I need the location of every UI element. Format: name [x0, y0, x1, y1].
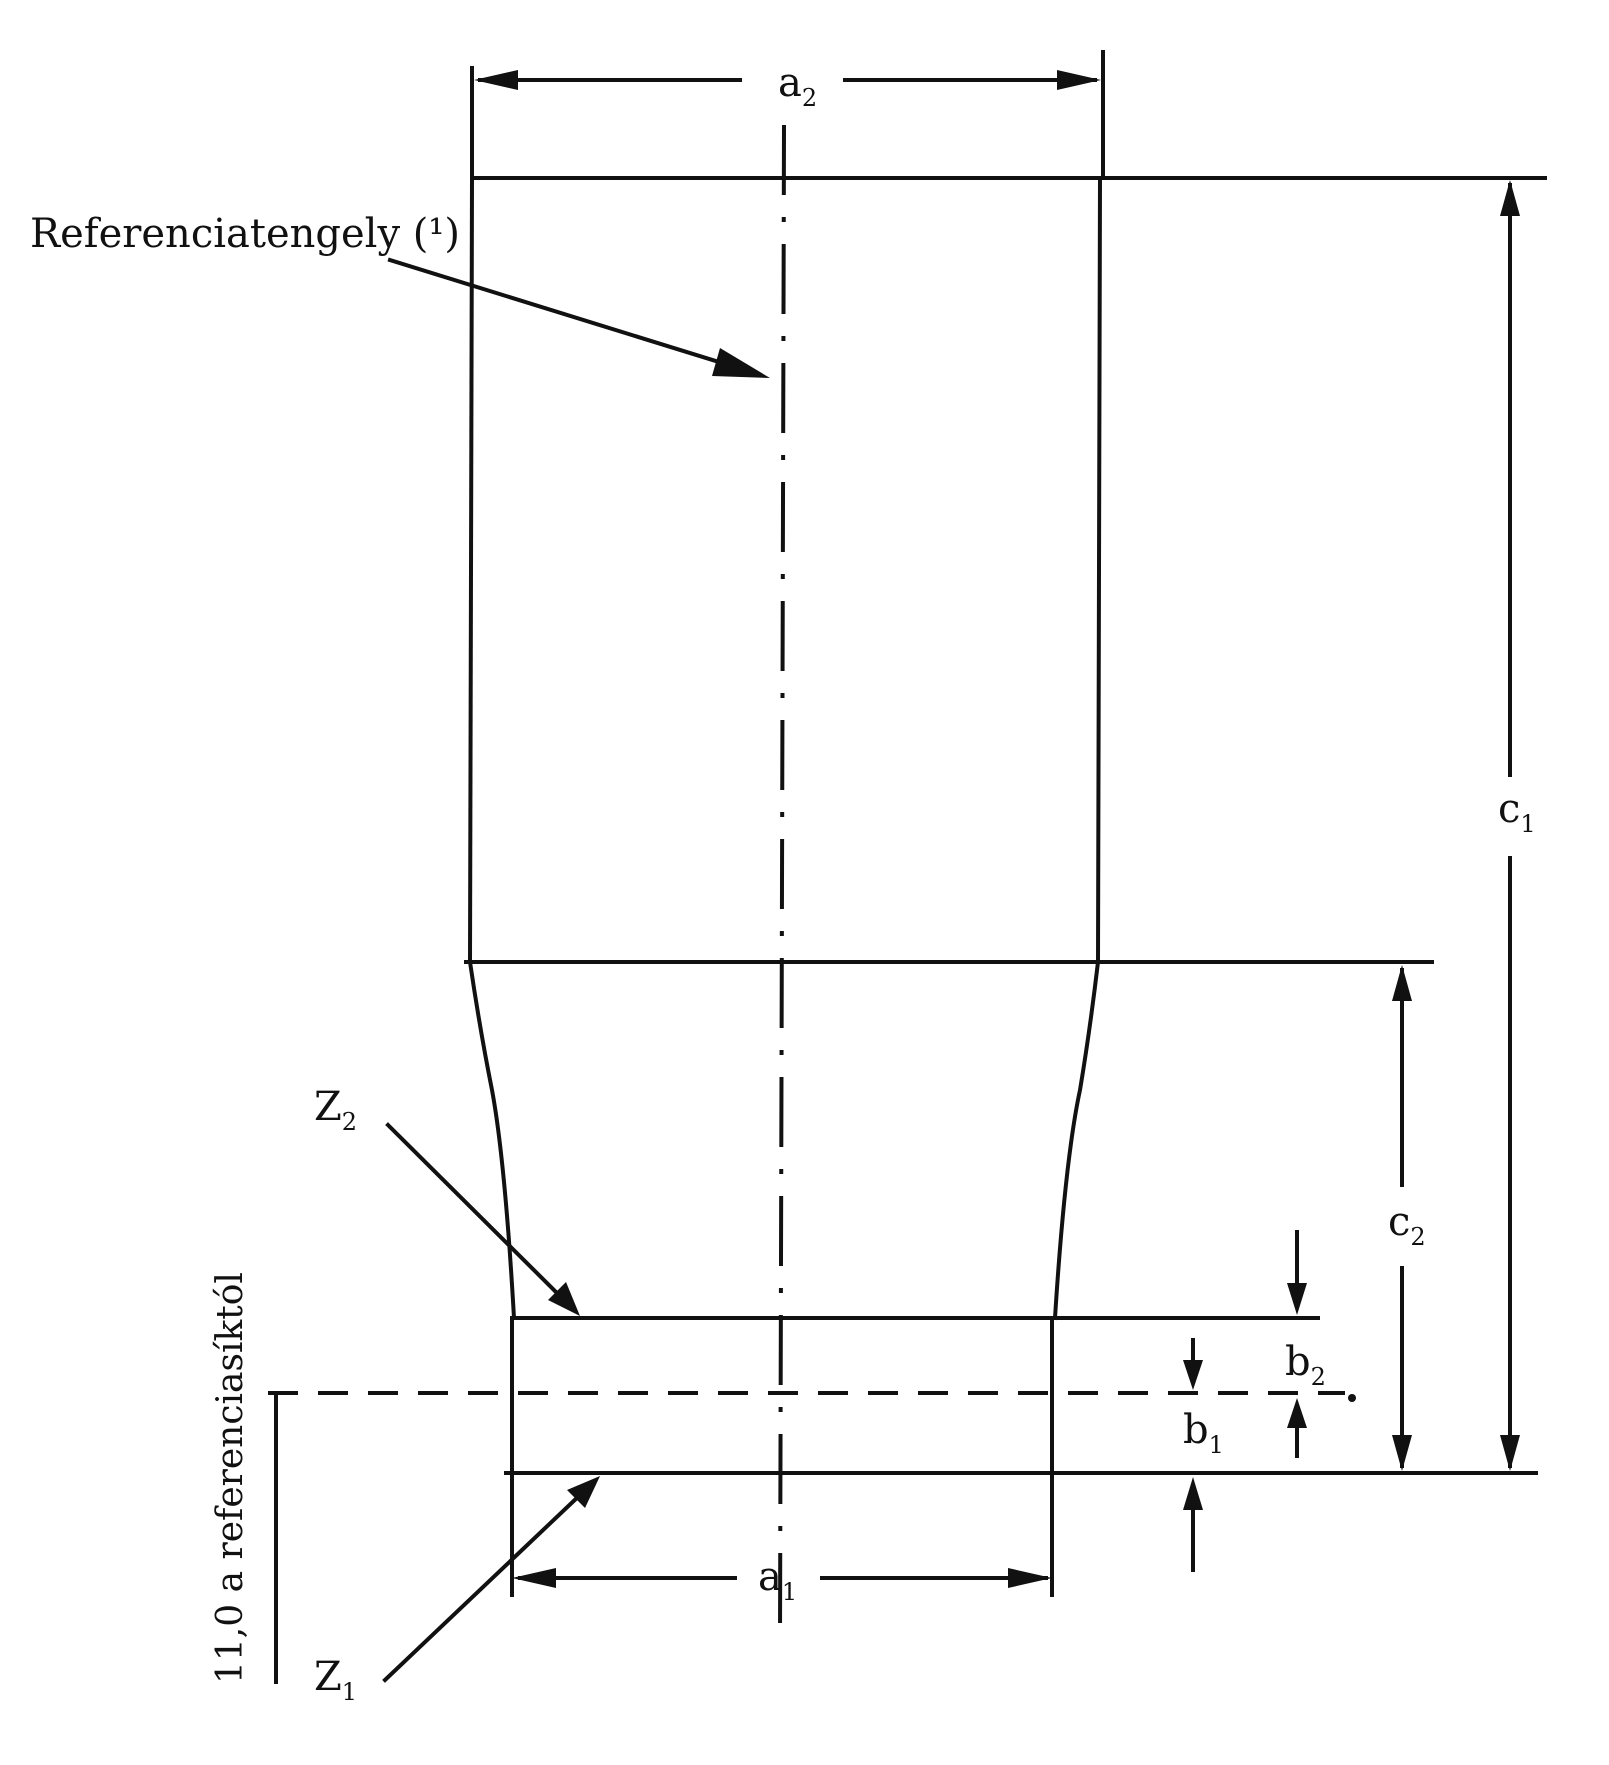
- z1-leader: [382, 1492, 583, 1683]
- body-outline: [467, 175, 1103, 1597]
- reference-axis-leader: [387, 257, 738, 370]
- c1-arrow-top: [1500, 180, 1520, 216]
- z2-leader-arrow: [548, 1282, 580, 1316]
- a2-arrow-right: [1057, 70, 1101, 90]
- dimension-b2: b2: [1183, 1230, 1326, 1391]
- dimension-a1: a1: [512, 1554, 1052, 1606]
- reference-axis-leader-arrow: [712, 348, 770, 378]
- b2-arrow-bottom: [1183, 1360, 1203, 1390]
- dimension-a2: a2: [470, 50, 1105, 180]
- dimension-b1: b1: [1183, 1398, 1307, 1572]
- horizontal-lines: [268, 176, 1547, 1475]
- b1-arrow-up-lower: [1183, 1477, 1203, 1510]
- z2-callout: Z2: [314, 1084, 580, 1316]
- reference-axis: [778, 124, 786, 1641]
- neck-right-taper: [1052, 959, 1101, 1321]
- a1-arrow-right: [1008, 1568, 1052, 1588]
- b2-arrow-top: [1287, 1283, 1307, 1315]
- dimension-c1: c1: [1498, 180, 1536, 1471]
- c1-arrow-bottom: [1500, 1435, 1520, 1471]
- dimension-c2: c2: [1388, 965, 1426, 1471]
- neck-left-taper: [467, 959, 517, 1321]
- b2-label: b2: [1285, 1339, 1326, 1391]
- c2-arrow-top: [1392, 965, 1412, 1001]
- a1-label: a1: [758, 1554, 797, 1606]
- b1-label: b1: [1183, 1407, 1224, 1459]
- c2-label: c2: [1388, 1199, 1426, 1251]
- a2-label: a2: [778, 60, 817, 112]
- z1-label: Z1: [314, 1654, 357, 1706]
- reference-axis-label: Referenciatengely (¹): [30, 211, 460, 257]
- a2-arrow-left: [474, 70, 518, 90]
- body-right-edge: [1095, 175, 1103, 965]
- reference-plane-end-mark: [1348, 1394, 1356, 1402]
- body-left-edge: [467, 175, 475, 965]
- z2-label: Z2: [314, 1084, 357, 1136]
- c1-label: c1: [1498, 786, 1536, 838]
- reference-plane-note: 11,0 a referenciasíktól: [210, 1272, 278, 1684]
- z1-callout: Z1: [314, 1476, 600, 1706]
- b1-arrow-up-upper: [1287, 1398, 1307, 1428]
- z2-leader: [385, 1122, 563, 1299]
- reference-plane-note-text: 11,0 a referenciasíktól: [210, 1272, 251, 1684]
- c2-arrow-bottom: [1392, 1435, 1412, 1471]
- z1-leader-arrow: [567, 1476, 600, 1508]
- reference-axis-callout: Referenciatengely (¹): [30, 211, 770, 378]
- a1-arrow-left: [512, 1568, 556, 1588]
